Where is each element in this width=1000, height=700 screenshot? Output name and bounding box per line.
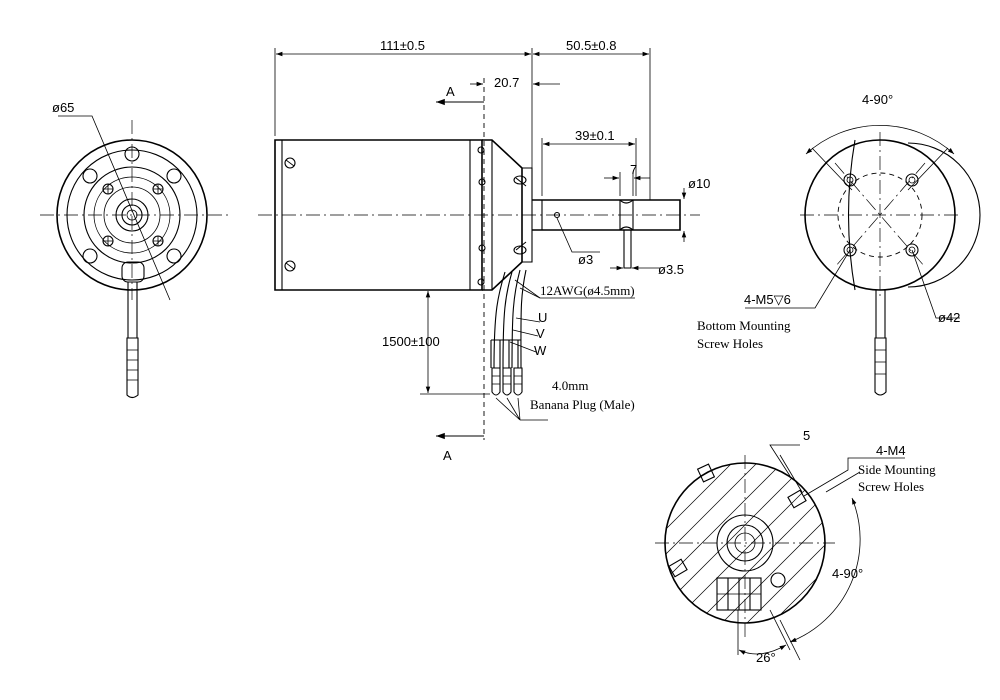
- plug-type-label: Banana Plug (Male): [530, 397, 635, 412]
- key-width-dim: 7: [630, 162, 637, 177]
- plug-size-label: 4.0mm: [552, 378, 588, 393]
- flange-length-dim: 20.7: [494, 75, 519, 90]
- end-angle-label: 4-90°: [862, 92, 893, 107]
- front-plug: [126, 337, 139, 399]
- phase-u-label: U: [538, 310, 547, 325]
- vent-hole: [166, 168, 182, 184]
- shaft-flat-dim: 39±0.1: [575, 128, 615, 143]
- vent-hole: [166, 248, 182, 264]
- pin-dia-dim: ø3: [578, 252, 593, 267]
- front-cable: [127, 282, 138, 338]
- pin-hole-dim: ø3.5: [658, 262, 684, 277]
- section-note-line1: Side Mounting: [858, 462, 936, 477]
- dia-leader: [58, 115, 171, 301]
- front-dia-label: ø65: [52, 100, 74, 115]
- cable-exit: [121, 261, 145, 283]
- front-view: ø65: [40, 100, 230, 399]
- key-pin: [623, 230, 632, 269]
- screw-heads: [102, 183, 164, 247]
- section-mark-bottom: A: [443, 448, 452, 463]
- section-mark-top: A: [446, 84, 455, 99]
- total-length-dim: 111±0.5: [380, 38, 425, 53]
- end-note-line1: Bottom Mounting: [697, 318, 791, 333]
- phase-w-label: W: [534, 343, 547, 358]
- section-angle-label: 4-90°: [832, 566, 863, 581]
- section-view: 5 4-M4 Side Mounting Screw Holes 4-90° 2…: [655, 428, 936, 665]
- phase-v-label: V: [536, 326, 545, 341]
- end-pcd-label: ø42: [938, 310, 960, 325]
- end-note-line2: Screw Holes: [697, 336, 763, 351]
- side-view: A A 111±0.5 50.5±0.8 20.7 39±0.1 7 ø10 ø…: [258, 38, 710, 463]
- section-thread-label: 4-M4: [876, 443, 906, 458]
- end-thread-label: 4-M5▽6: [744, 292, 791, 307]
- section-note-line2: Screw Holes: [858, 479, 924, 494]
- vent-hole: [82, 168, 98, 184]
- section-hatching: [665, 463, 825, 623]
- vent-hole: [82, 248, 98, 264]
- cable-slots: [716, 577, 762, 611]
- end-view: 4-90° 4-M5▽6 Bottom Mounting Screw Holes…: [697, 92, 981, 396]
- wire-spec-label: 12AWG(ø4.5mm): [540, 283, 635, 298]
- shaft-dia-dim: ø10: [688, 176, 710, 191]
- lead-length-dim: 1500±100: [382, 334, 440, 349]
- shaft-length-dim: 50.5±0.8: [566, 38, 617, 53]
- motor-leads: [490, 269, 527, 396]
- section-depth-label: 5: [803, 428, 810, 443]
- section-slot-angle-label: 26°: [756, 650, 776, 665]
